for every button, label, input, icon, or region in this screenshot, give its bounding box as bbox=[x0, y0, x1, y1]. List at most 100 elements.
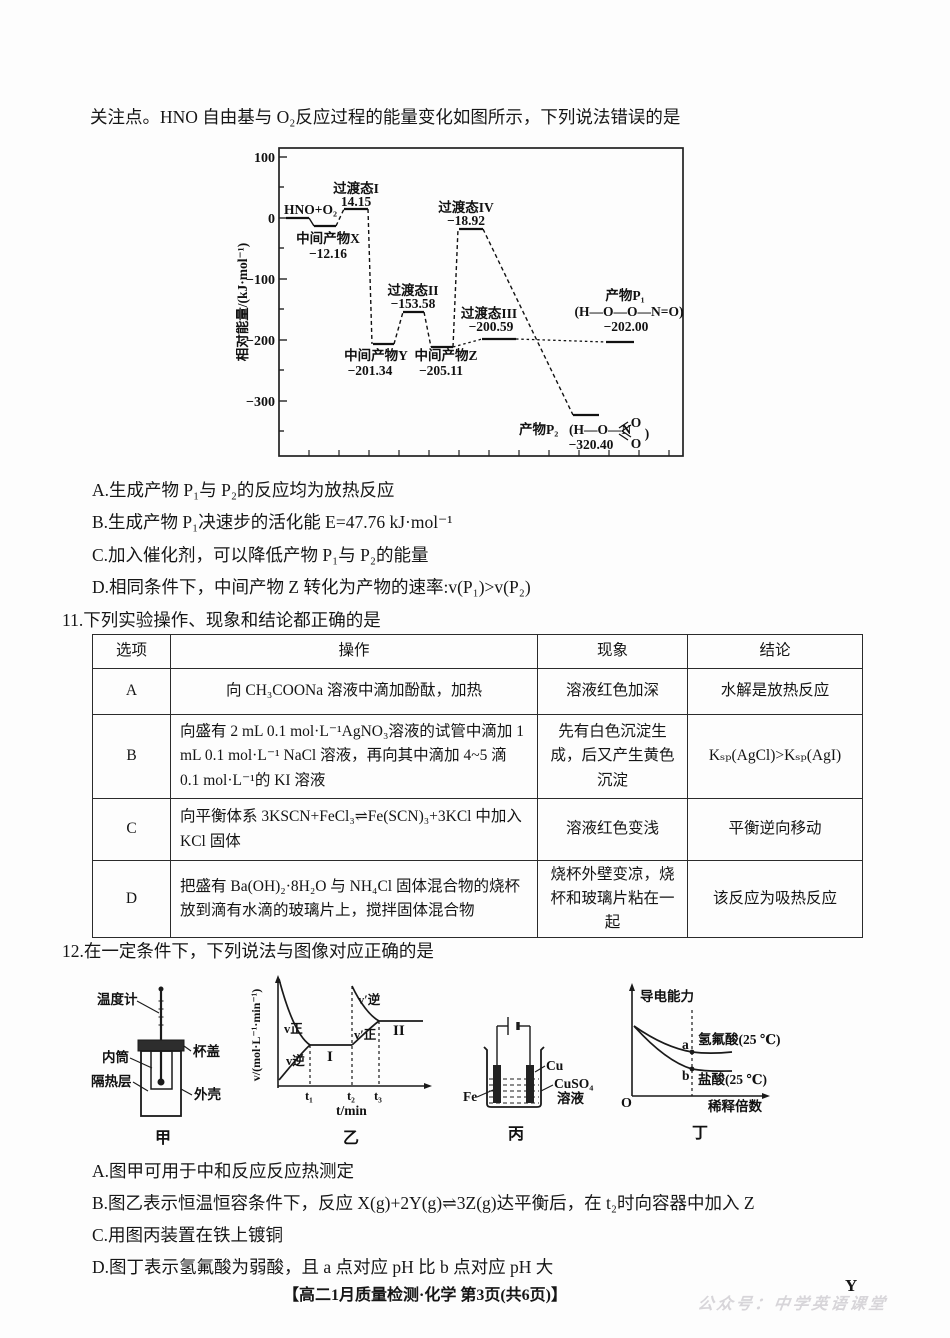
conductivity-y-label: 导电能力 bbox=[640, 988, 694, 1004]
rate-y-axis-label: v/(mol·L⁻¹·min⁻¹) bbox=[249, 989, 263, 1082]
x-axis-arrow bbox=[762, 1093, 770, 1099]
watermark: 公众号：中学英语课堂 bbox=[696, 1296, 889, 1313]
q11-b-option: B bbox=[92, 714, 171, 799]
q11-title: 11.下列实验操作、现象和结论都正确的是 bbox=[62, 610, 381, 630]
label-v-forward-2: v′正 bbox=[354, 1028, 377, 1042]
q10-option-d: D.相同条件下，中间产物 Z 转化为产物的速率:v(P₁)>v(P₂) bbox=[92, 577, 531, 597]
label-v-reverse: v逆 bbox=[286, 1053, 305, 1068]
label-hcl-curve: 盐酸(25 ℃) bbox=[698, 1071, 767, 1087]
energy-state-labels: HNO+O₂ 中间产物X −12.16 过渡态I 14.15 过渡态II −15… bbox=[284, 180, 683, 452]
q11-header-row: 选项 操作 现象 结论 bbox=[92, 634, 863, 669]
label-fe: Fe bbox=[463, 1089, 477, 1104]
label-v-forward: v正 bbox=[284, 1022, 303, 1036]
label-region-1: I bbox=[327, 1049, 333, 1065]
p2-double-bond-lines bbox=[618, 421, 632, 441]
q10-option-b: B.生成产物 P₁决速步的活化能 E=47.76 kJ·mol⁻¹ bbox=[92, 512, 453, 532]
point-b-dot bbox=[689, 1066, 695, 1072]
energy-connectors-dotted bbox=[452, 338, 607, 348]
cell-pointer-lines bbox=[476, 1065, 554, 1098]
point-a-dot bbox=[689, 1049, 695, 1055]
formula-p2-o-top: O bbox=[631, 415, 642, 430]
q11-a-operation: 向 CH₃COONa 溶液中滴加酚酞，加热 bbox=[170, 668, 538, 715]
caption-ding: 丁 bbox=[692, 1125, 708, 1142]
rate-graph-axes bbox=[277, 978, 429, 1088]
conductivity-axes bbox=[631, 986, 767, 1097]
value-product-p2: −320.40 bbox=[569, 437, 614, 452]
rate-x-axis-label: t/min bbox=[336, 1103, 367, 1118]
q10-option-a: A.生成产物 P₁与 P₂的反应均为放热反应 bbox=[92, 480, 395, 500]
label-outer-shell: 外壳 bbox=[194, 1086, 221, 1102]
formula-product-p1: (H—O—O—N=O) bbox=[575, 304, 684, 319]
tick-m300: −300 bbox=[246, 395, 275, 410]
q11-b-operation: 向盛有 2 mL 0.1 mol·L⁻¹AgNO₃溶液的试管中滴加 1 mL 0… bbox=[170, 714, 538, 799]
label-inner-cylinder: 内筒 bbox=[102, 1049, 129, 1065]
q11-c-operation: 向平衡体系 3KSCN+FeCl₃⇌Fe(SCN)₃+3KCl 中加入 KCl … bbox=[170, 798, 538, 861]
caption-yi: 乙 bbox=[343, 1130, 359, 1147]
q11-d-operation: 把盛有 Ba(OH)₂·8H₂O 与 NH₄Cl 固体混合物的烧杯放到滴有水滴的… bbox=[170, 859, 538, 939]
label-intermediate-z: 中间产物Z bbox=[414, 347, 477, 363]
q11-b-conclusion: Kₛₚ(AgCl)>Kₛₚ(AgI) bbox=[687, 714, 863, 799]
q11-c-conclusion: 平衡逆向移动 bbox=[687, 798, 863, 861]
formula-p2-close: ) bbox=[645, 426, 650, 441]
label-product-p1: 产物P₁ bbox=[605, 287, 644, 303]
q11-header-option: 选项 bbox=[92, 634, 171, 669]
label-ts3: 过渡态III bbox=[461, 305, 517, 321]
value-ts3: −200.59 bbox=[469, 319, 514, 334]
calorimeter-drawing bbox=[129, 986, 193, 1117]
label-insulation-layer: 隔热层 bbox=[91, 1073, 132, 1089]
q11-d-conclusion: 该反应为吸热反应 bbox=[687, 859, 863, 939]
energy-y-ticks bbox=[279, 156, 287, 432]
q11-row-c: C 向平衡体系 3KSCN+FeCl₃⇌Fe(SCN)₃+3KCl 中加入 KC… bbox=[92, 798, 863, 861]
footer-page-info: 【高二1月质量检测·化学 第3页(共6页)】 bbox=[283, 1287, 567, 1304]
label-region-2: II bbox=[393, 1023, 405, 1039]
label-thermometer: 温度计 bbox=[97, 991, 138, 1007]
q10-option-c: C.加入催化剂，可以降低产物 P₁与 P₂的能量 bbox=[92, 545, 429, 565]
label-t1: t₁ bbox=[305, 1089, 313, 1103]
q11-c-phenomenon: 溶液红色变浅 bbox=[537, 798, 688, 861]
label-point-a: a bbox=[682, 1037, 689, 1052]
q11-header-phenomenon: 现象 bbox=[537, 634, 688, 669]
label-hf-curve: 氢氟酸(25 ℃) bbox=[698, 1031, 781, 1047]
label-ts1: 过渡态I bbox=[333, 180, 379, 196]
label-ts4: 过渡态IV bbox=[438, 199, 494, 215]
label-t3: t₃ bbox=[374, 1089, 382, 1103]
q12-option-d: D.图丁表示氢氟酸为弱酸，且 a 点对应 pH 比 b 点对应 pH 大 bbox=[92, 1257, 554, 1277]
rate-curves bbox=[278, 978, 423, 1081]
value-ts2: −153.58 bbox=[391, 296, 436, 311]
q12-title: 12.在一定条件下，下列说法与图像对应正确的是 bbox=[62, 941, 434, 961]
value-intermediate-z: −205.11 bbox=[419, 363, 463, 378]
beaker-outline bbox=[483, 1046, 545, 1108]
q11-a-phenomenon: 溶液红色加深 bbox=[537, 668, 688, 715]
copper-electrode bbox=[526, 1065, 534, 1103]
label-ts2: 过渡态II bbox=[387, 282, 438, 298]
label-t2: t₂ bbox=[347, 1089, 355, 1103]
energy-connectors-dashed bbox=[335, 208, 574, 416]
q11-row-d: D 把盛有 Ba(OH)₂·8H₂O 与 NH₄Cl 固体混合物的烧杯放到滴有水… bbox=[92, 859, 863, 939]
energy-y-axis-label: 相对能量/(kJ·mol⁻¹) bbox=[236, 243, 250, 361]
label-cu: Cu bbox=[546, 1058, 564, 1073]
q11-a-option: A bbox=[92, 668, 171, 715]
diagram-bing-cell: Cu CuSO₄ 溶液 Fe 丙 bbox=[463, 1017, 593, 1143]
label-cup-lid: 杯盖 bbox=[193, 1043, 220, 1059]
energy-diagram: 100 0 −100 −200 −300 相对能量/(kJ·mol⁻¹) bbox=[236, 147, 684, 457]
label-v-reverse-2: v′逆 bbox=[358, 992, 381, 1007]
y-axis-arrow bbox=[629, 983, 635, 991]
q12-option-b: B.图乙表示恒温恒容条件下，反应 X(g)+2Y(g)⇌3Z(g)达平衡后，在 … bbox=[92, 1193, 755, 1213]
value-product-p1: −202.00 bbox=[604, 319, 649, 334]
label-reactant: HNO+O₂ bbox=[284, 202, 337, 217]
energy-connectors-solid bbox=[308, 217, 315, 227]
value-ts4: −18.92 bbox=[447, 213, 485, 228]
q11-header-conclusion: 结论 bbox=[687, 634, 863, 669]
energy-tick-labels: 100 0 −100 −200 −300 bbox=[246, 151, 275, 410]
formula-product-p2: (H—O—N bbox=[569, 422, 631, 437]
q11-d-phenomenon: 烧杯外壁变凉，烧杯和玻璃片粘在一起 bbox=[537, 859, 688, 939]
iron-electrode bbox=[493, 1065, 501, 1103]
caption-jia: 甲 bbox=[155, 1129, 171, 1147]
caption-bing: 丙 bbox=[508, 1125, 524, 1143]
q11-row-a: A 向 CH₃COONa 溶液中滴加酚酞，加热 溶液红色加深 水解是放热反应 bbox=[92, 668, 863, 715]
q12-option-a: A.图甲可用于中和反应反应热测定 bbox=[92, 1161, 355, 1181]
label-point-b: b bbox=[682, 1068, 690, 1083]
energy-plot-border bbox=[278, 147, 684, 457]
q11-header-operation: 操作 bbox=[170, 634, 538, 669]
q11-a-conclusion: 水解是放热反应 bbox=[687, 668, 863, 715]
